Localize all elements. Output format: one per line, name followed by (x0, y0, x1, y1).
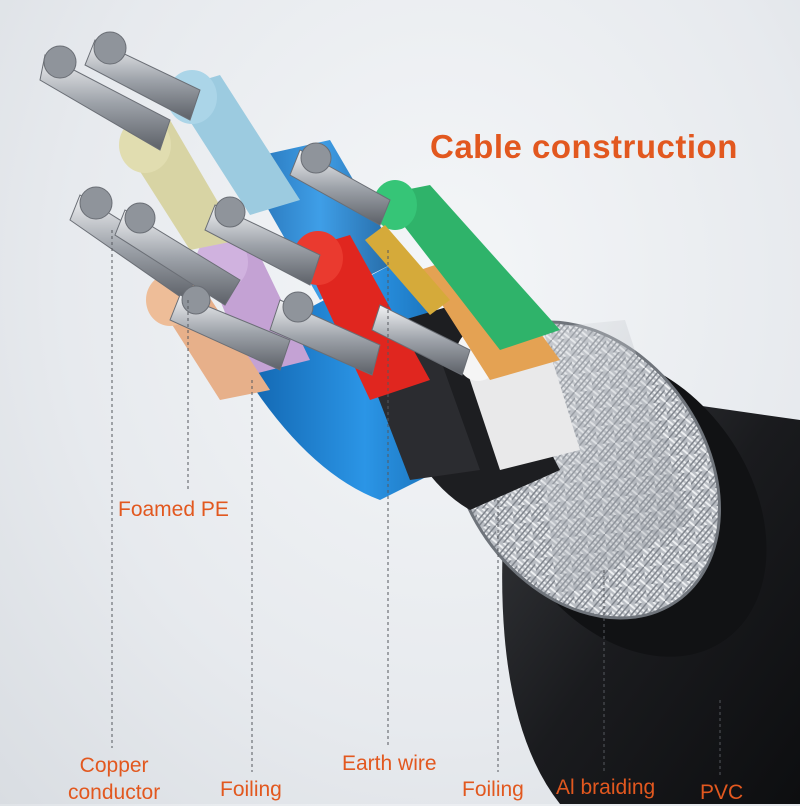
label-al-braiding: Al braiding (556, 776, 656, 799)
label-pvc: PVC (700, 781, 744, 804)
earth-wire-gold (365, 225, 450, 315)
label-copper-line2: conductor (68, 781, 161, 804)
label-copper-line1: Copper (79, 754, 149, 777)
copper-conductor-strands (39, 31, 471, 376)
label-foamed-pe: Foamed PE (118, 498, 229, 521)
label-earth-wire: Earth wire (342, 752, 437, 775)
label-foiling-left: Foiling (220, 778, 282, 801)
callout-lines (111, 230, 721, 776)
core-green (373, 180, 560, 350)
page-title: Cable construction (430, 128, 738, 165)
label-foiling-right: Foiling (462, 778, 524, 801)
label-copper-conductor: Copper conductor (68, 752, 160, 806)
